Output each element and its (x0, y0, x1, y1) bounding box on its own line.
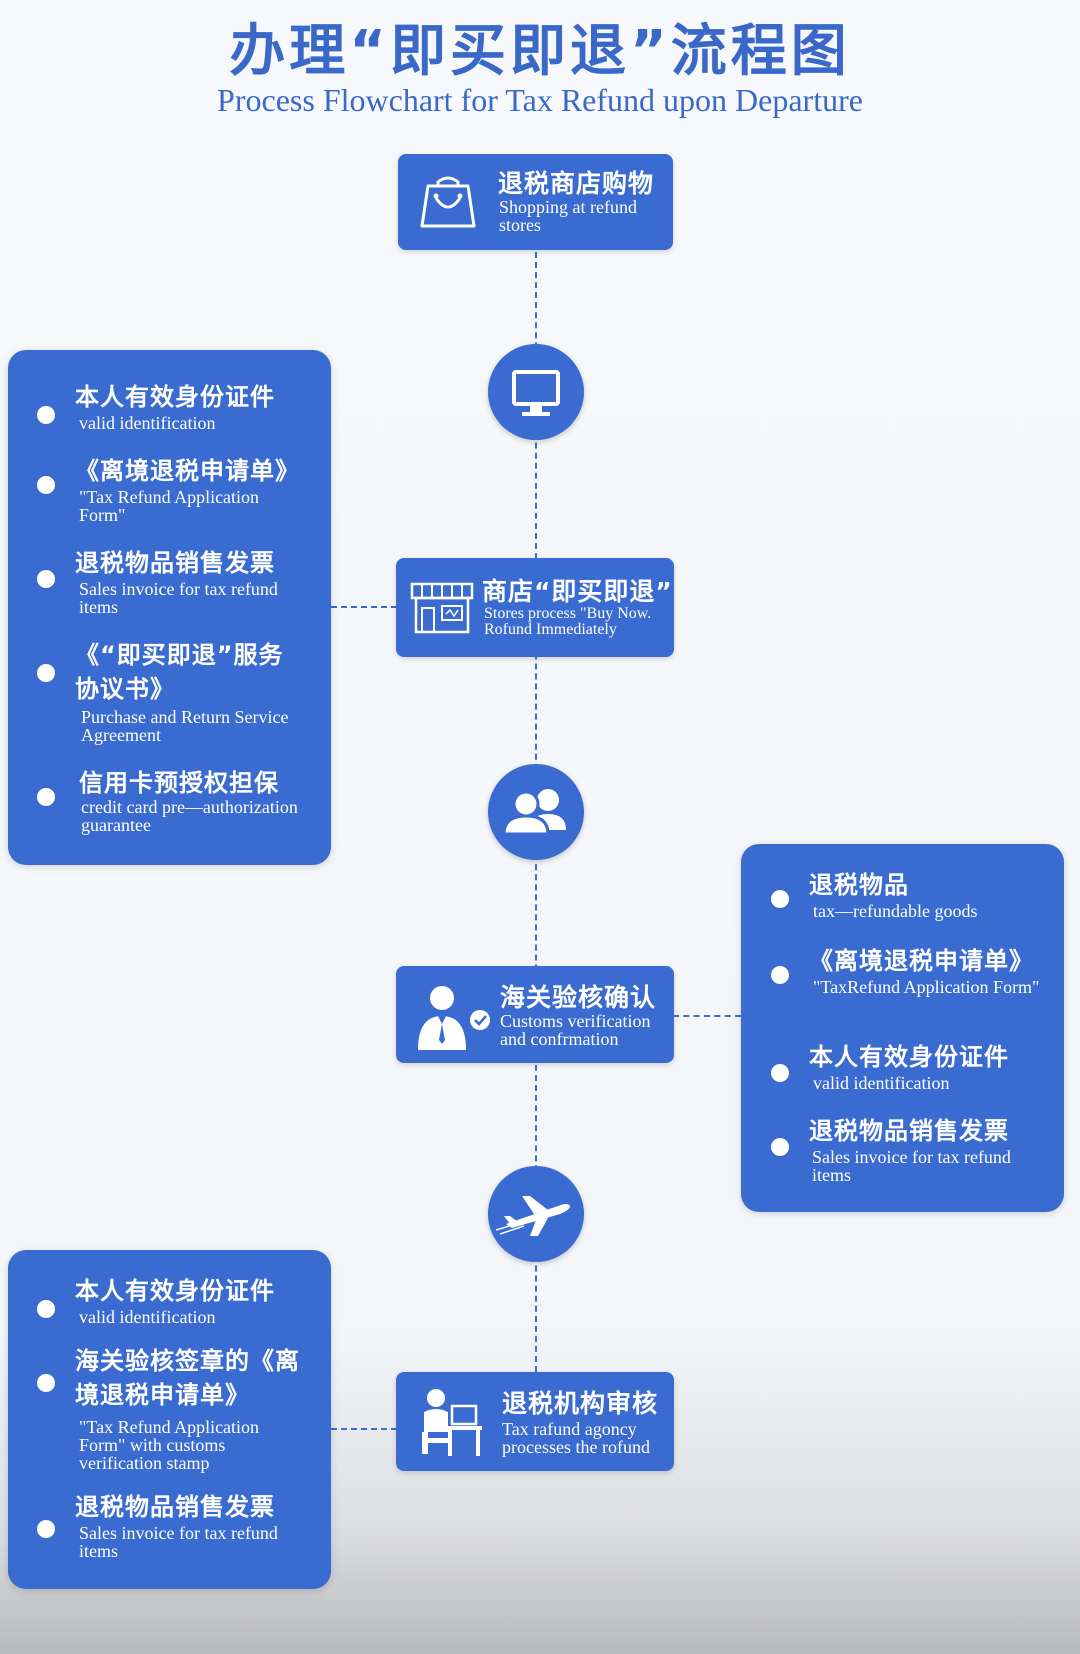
item-title: 本人有效身份证件 (75, 1277, 275, 1305)
item-title: 退税物品销售发票 (75, 549, 275, 577)
circle-airplane (488, 1166, 584, 1262)
item-subtitle: credit card pre—authorization guarantee (81, 797, 298, 835)
step-agency: 退税机构审核 Tax rafund agoncy processes the r… (396, 1372, 674, 1471)
step-store-subtitle: Stores process "Buy Now. Rofund Immediat… (484, 605, 652, 638)
step-shopping: 退税商店购物 Shopping at refund stores (398, 154, 673, 250)
bullet-dot (37, 1300, 55, 1318)
item-subtitle: Sales invoice for tax refund items (812, 1147, 1011, 1185)
item-title: 《“即买即退”服务协议书》 (75, 641, 284, 703)
item-subtitle: Sales invoice for tax refund items (79, 1523, 278, 1561)
bullet-dot (37, 1374, 55, 1392)
list-item: 本人有效身份证件 valid identification (8, 380, 331, 440)
list-item: 退税物品 tax—refundable goods (741, 868, 1064, 928)
page-subtitle: Process Flowchart for Tax Refund upon De… (217, 82, 863, 118)
item-subtitle: "TaxRefund Application Form" (813, 977, 1040, 997)
bullet-dot (37, 1520, 55, 1538)
bullet-dot (37, 476, 55, 494)
bullet-dot (771, 1138, 789, 1156)
step-store-title: 商店“即买即退” (482, 577, 673, 606)
flow-connector-agency-panel (331, 1428, 397, 1430)
item-subtitle: tax—refundable goods (813, 901, 978, 921)
circle-computer (488, 344, 584, 440)
list-item: 退税物品销售发票 Sales invoice for tax refund it… (8, 1490, 331, 1570)
flow-connector-store-panel (331, 606, 397, 608)
step-agency-title: 退税机构审核 (502, 1389, 659, 1418)
storefront-icon (410, 582, 474, 634)
list-item: 《离境退税申请单》 "TaxRefund Application Form" (741, 944, 1064, 1024)
agent-desk-icon (422, 1389, 482, 1456)
bullet-dot (37, 664, 55, 682)
customs-officer-icon (418, 986, 490, 1050)
item-title: 《离境退税申请单》 (809, 947, 1034, 975)
item-title: 《离境退税申请单》 (75, 457, 300, 485)
circle-people (488, 764, 584, 860)
step-customs-title: 海关验核确认 (500, 983, 657, 1012)
step-customs-subtitle: Customs verification and confrmation (500, 1011, 651, 1049)
item-subtitle: valid identification (79, 1307, 216, 1327)
item-title: 海关验核签章的《离境退税申请单》 (75, 1347, 300, 1409)
list-item: 信用卡预授权担保 credit card pre—authorization g… (8, 766, 331, 846)
bullet-dot (771, 890, 789, 908)
page-title: 办理“即买即退”流程图 (229, 19, 851, 84)
step-agency-subtitle: Tax rafund agoncy processes the rofund (502, 1419, 650, 1457)
list-item: 退税物品销售发票 Sales invoice for tax refund it… (8, 546, 331, 626)
panel-store-documents: 本人有效身份证件 valid identification 《离境退税申请单》 … (8, 350, 331, 865)
panel-agency-documents: 本人有效身份证件 valid identification 海关验核签章的《离境… (8, 1250, 331, 1589)
list-item: 《“即买即退”服务协议书》 Purchase and Return Servic… (8, 638, 331, 748)
item-subtitle: Sales invoice for tax refund items (79, 579, 278, 617)
step-store: 商店“即买即退” Stores process "Buy Now. Rofund… (396, 558, 674, 657)
item-title: 退税物品 (809, 871, 909, 899)
computer-monitor-icon (512, 370, 560, 416)
step-shopping-subtitle: Shopping at refund stores (499, 197, 637, 235)
bullet-dot (771, 966, 789, 984)
bullet-dot (37, 570, 55, 588)
list-item: 《离境退税申请单》 "Tax Refund Application Form" (8, 454, 331, 534)
item-title: 退税物品销售发票 (75, 1493, 275, 1521)
two-people-icon (502, 789, 566, 836)
item-subtitle: "Tax Refund Application Form" with custo… (79, 1417, 260, 1473)
item-title: 退税物品销售发票 (809, 1117, 1009, 1145)
item-title: 本人有效身份证件 (809, 1043, 1009, 1071)
list-item: 退税物品销售发票 Sales invoice for tax refund it… (741, 1114, 1064, 1194)
list-item: 海关验核签章的《离境退税申请单》 "Tax Refund Application… (8, 1344, 331, 1484)
bullet-dot (37, 788, 55, 806)
item-subtitle: "Tax Refund Application Form" (79, 487, 260, 525)
item-subtitle: Purchase and Return Service Agreement (81, 707, 289, 745)
bullet-dot (37, 406, 55, 424)
airplane-icon (495, 1196, 570, 1236)
shopping-bag-icon (420, 176, 476, 228)
list-item: 本人有效身份证件 valid identification (741, 1040, 1064, 1100)
flow-connector-customs-panel (673, 1015, 741, 1017)
bullet-dot (771, 1064, 789, 1082)
panel-customs-documents: 退税物品 tax—refundable goods 《离境退税申请单》 "Tax… (741, 844, 1064, 1212)
item-title: 信用卡预授权担保 (79, 769, 279, 797)
step-shopping-title: 退税商店购物 (498, 169, 655, 198)
item-subtitle: valid identification (813, 1073, 950, 1093)
list-item: 本人有效身份证件 valid identification (8, 1274, 331, 1334)
item-title: 本人有效身份证件 (75, 383, 275, 411)
item-subtitle: valid identification (79, 413, 216, 433)
step-customs: 海关验核确认 Customs verification and confrmat… (396, 966, 674, 1063)
